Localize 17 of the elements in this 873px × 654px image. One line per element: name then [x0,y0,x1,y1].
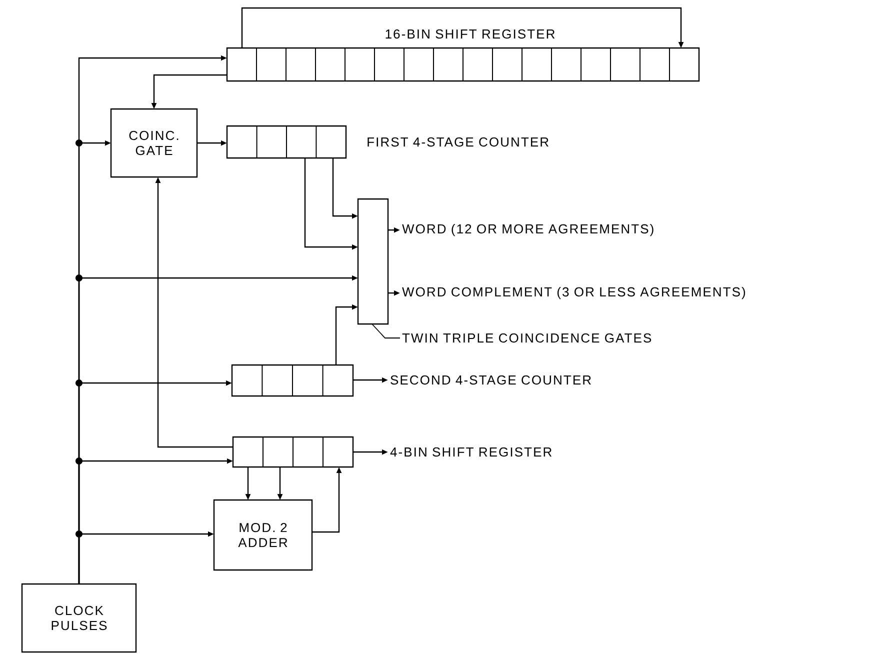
shift-register [232,436,354,468]
gate-label: TWIN TRIPLE COINCIDENCE GATES [402,333,652,343]
adder-box: MOD. 2 ADDER [213,499,313,571]
clock-box: CLOCK PULSES [21,583,137,653]
register-label: 16-BIN SHIFT REGISTER [386,29,555,39]
output-label: WORD (12 OR MORE AGREEMENTS) [402,224,654,236]
counter-register [231,364,354,397]
register-label: FIRST 4-STAGE COUNTER [368,137,548,147]
coincidence-gate-box [357,198,389,325]
register-label: SECOND 4-STAGE COUNTER [390,375,591,385]
counter-register [226,125,347,159]
gate-box: COINC. GATE [110,108,198,178]
output-label: WORD COMPLEMENT (3 OR LESS AGREEMENTS) [402,286,746,300]
arrow [241,7,684,48]
shift-register [226,47,700,82]
leader-line [372,324,400,338]
register-label: 4-BIN SHIFT REGISTER [390,447,552,457]
